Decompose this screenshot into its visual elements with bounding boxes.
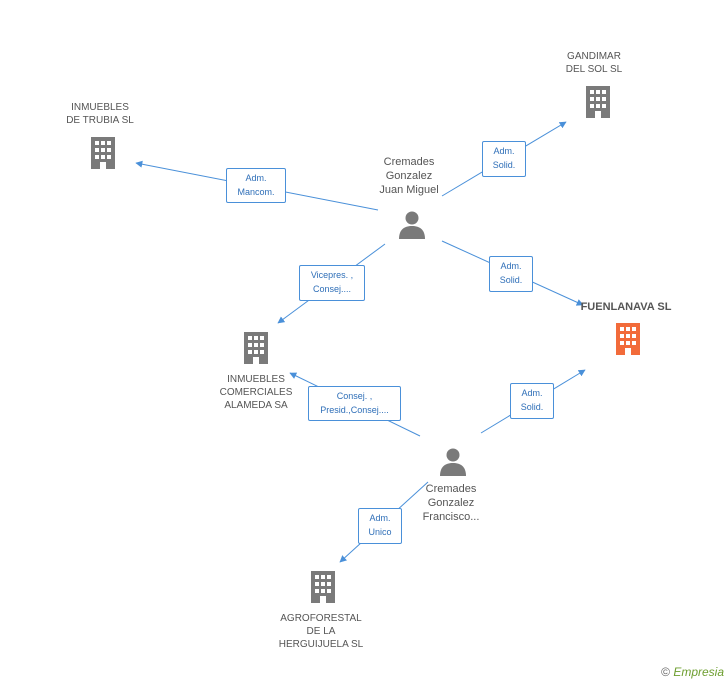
label-line: Francisco... bbox=[422, 511, 480, 523]
relation-line: Vicepres. , bbox=[310, 270, 354, 280]
node-label-alameda[interactable]: INMUEBLES COMERCIALES ALAMEDA SA bbox=[206, 373, 306, 412]
relation-box[interactable]: Adm. Solid. bbox=[482, 141, 526, 177]
brand-logo[interactable]: Empresia bbox=[673, 665, 724, 679]
footer-credit: © Empresia bbox=[661, 665, 724, 679]
node-label-trubia[interactable]: INMUEBLES DE TRUBIA SL bbox=[50, 101, 150, 127]
label-line: DE LA bbox=[306, 626, 336, 637]
relation-line: Solid. bbox=[499, 275, 523, 285]
relation-box[interactable]: Adm. Solid. bbox=[489, 256, 533, 292]
relation-box[interactable]: Adm. Unico bbox=[358, 508, 402, 544]
relation-box[interactable]: Adm. Mancom. bbox=[226, 168, 286, 203]
label-line: AGROFORESTAL bbox=[280, 613, 362, 624]
relation-box[interactable]: Vicepres. , Consej.... bbox=[299, 265, 365, 301]
label-line: FUENLANAVA SL bbox=[580, 301, 672, 313]
label-line: Gonzalez bbox=[385, 170, 433, 182]
label-line: Cremades bbox=[383, 156, 435, 168]
node-label-gandimar[interactable]: GANDIMAR DEL SOL SL bbox=[548, 50, 640, 76]
building-icon[interactable] bbox=[241, 331, 271, 365]
node-label-juan[interactable]: Cremades Gonzalez Juan Miguel bbox=[359, 155, 459, 197]
relation-line: Presid.,Consej.... bbox=[320, 405, 389, 415]
relation-line: Adm. bbox=[493, 146, 515, 156]
relation-line: Adm. bbox=[521, 388, 543, 398]
relation-line: Adm. bbox=[245, 173, 267, 183]
label-line: Gonzalez bbox=[427, 497, 475, 509]
person-icon[interactable] bbox=[397, 210, 427, 240]
relation-box[interactable]: Consej. , Presid.,Consej.... bbox=[308, 386, 401, 421]
relation-line: Consej. , bbox=[336, 391, 373, 401]
relation-line: Mancom. bbox=[237, 187, 275, 197]
relation-line: Adm. bbox=[369, 513, 391, 523]
label-line: GANDIMAR bbox=[567, 51, 621, 62]
label-line: ALAMEDA SA bbox=[224, 400, 288, 411]
relation-line: Solid. bbox=[520, 402, 544, 412]
person-icon[interactable] bbox=[438, 447, 468, 477]
building-icon[interactable] bbox=[583, 85, 613, 119]
node-label-francisco[interactable]: Cremades Gonzalez Francisco... bbox=[400, 482, 502, 524]
copyright-symbol: © bbox=[661, 665, 670, 679]
relation-line: Consej.... bbox=[312, 284, 352, 294]
relation-line: Adm. bbox=[500, 261, 522, 271]
building-icon[interactable] bbox=[88, 136, 118, 170]
node-label-fuenlanava[interactable]: FUENLANAVA SL bbox=[574, 301, 678, 314]
relation-line: Unico bbox=[368, 527, 392, 537]
label-line: INMUEBLES bbox=[71, 102, 129, 113]
label-line: DEL SOL SL bbox=[565, 64, 623, 75]
label-line: HERGUIJUELA SL bbox=[278, 639, 364, 650]
label-line: Juan Miguel bbox=[379, 184, 439, 196]
relation-line: Solid. bbox=[492, 160, 516, 170]
label-line: Cremades bbox=[425, 483, 477, 495]
building-icon[interactable] bbox=[308, 570, 338, 604]
label-line: DE TRUBIA SL bbox=[66, 115, 134, 126]
label-line: INMUEBLES bbox=[227, 374, 285, 385]
label-line: COMERCIALES bbox=[219, 387, 293, 398]
relation-box[interactable]: Adm. Solid. bbox=[510, 383, 554, 419]
building-icon[interactable] bbox=[613, 322, 643, 356]
node-label-agroforestal[interactable]: AGROFORESTAL DE LA HERGUIJUELA SL bbox=[266, 612, 376, 651]
